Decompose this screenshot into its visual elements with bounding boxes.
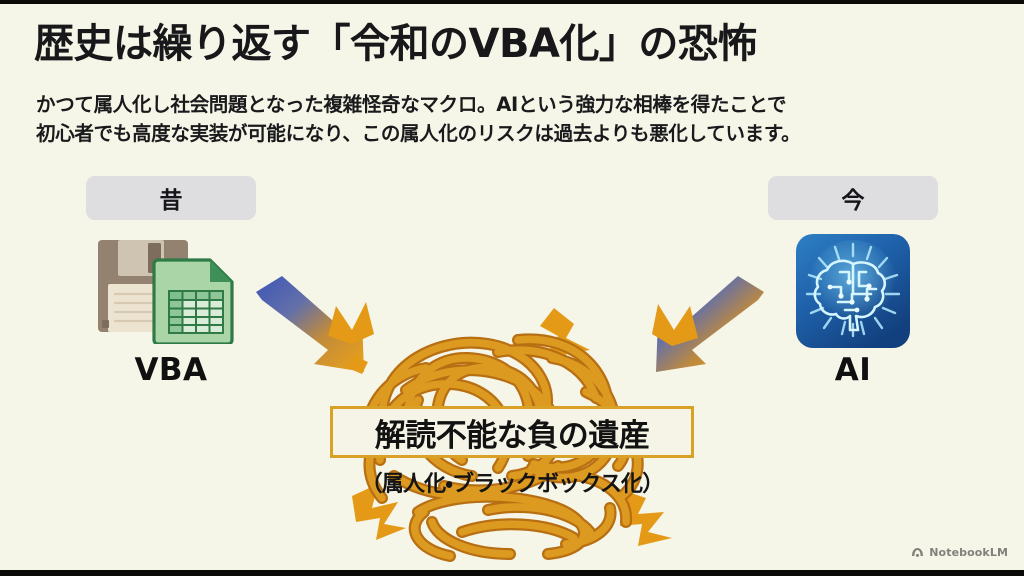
era-chip-now-label: 今 [841,188,865,214]
subtitle-line-2: 初心者でも高度な実装が可能になり、この属人化のリスクは過去よりも悪化しています。 [36,122,801,146]
floppy-disk-spreadsheet-icon [96,236,238,348]
callout-title: 解読不能な負の遺産 [374,417,650,454]
letterbox-bar-bottom [0,570,1024,576]
letterbox-bar-top [0,0,1024,4]
ai-brain-icon [794,232,912,354]
left-label-vba: VBA [134,352,208,388]
gradient-arrow-down-right-icon [252,276,370,380]
watermark: NotebookLM [911,543,1008,562]
era-chip-past: 昔 [86,176,256,220]
era-chip-now: 今 [768,176,938,220]
watermark-label: NotebookLM [929,546,1008,559]
subtitle-line-1: かつて属人化し社会問題となった複雑怪奇なマクロ。AIという強力な相棒を得たことで [36,93,787,116]
era-chip-past-label: 昔 [159,188,183,214]
notebooklm-icon [911,543,924,562]
page-subtitle: かつて属人化し社会問題となった複雑怪奇なマクロ。AIという強力な相棒を得たことで… [36,90,988,149]
callout-subtitle: （属人化・ブラックボックス化） [360,472,665,497]
page-title: 歴史は繰り返す「令和のVBA化」の恐怖 [34,21,757,67]
callout-box: 解読不能な負の遺産 [330,406,694,458]
gradient-arrow-down-left-icon [650,276,768,380]
right-label-ai: AI [834,352,872,388]
